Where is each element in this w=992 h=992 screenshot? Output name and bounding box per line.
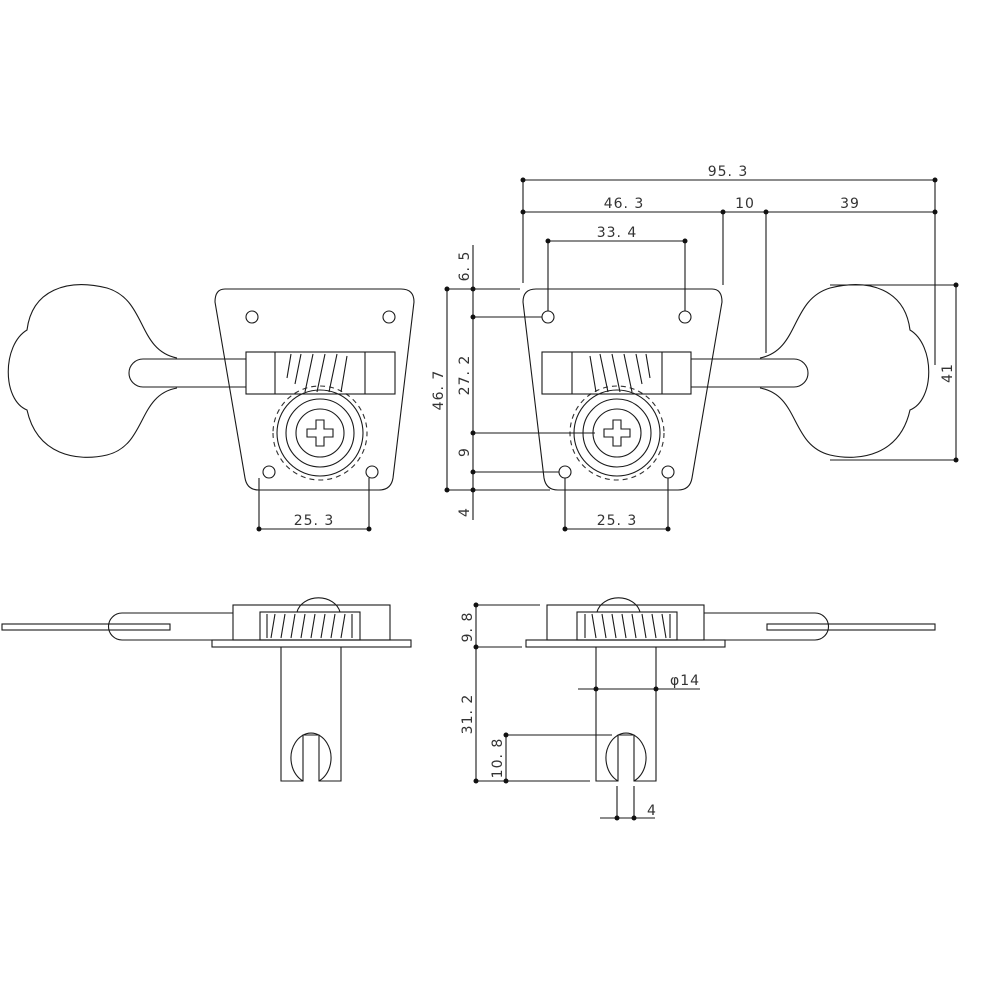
dim-post-diameter: φ14 (670, 673, 700, 689)
dim-plate-to-post: 46. 3 (604, 196, 645, 212)
dim-slot-depth: 10. 8 (490, 738, 506, 779)
dim-gear-to-hole: 9 (457, 447, 473, 457)
dim-top-offset: 6. 5 (457, 251, 473, 282)
dim-knob-height: 41 (940, 363, 956, 383)
dim-top-hole-spacing: 33. 4 (597, 225, 638, 241)
dim-post-length: 31. 2 (460, 694, 476, 735)
right-top-view (522, 284, 930, 491)
dim-total-length: 95. 3 (708, 164, 749, 180)
bottom-hole-dimensions: 25. 3 25. 3 (256, 478, 671, 532)
left-views (1, 284, 415, 782)
dim-plate-height: 46. 7 (431, 370, 447, 411)
top-dimensions: 95. 3 46. 3 10 39 33. 4 (520, 164, 938, 365)
knob-height-dimension: 41 (830, 282, 959, 463)
dim-knob-length: 39 (840, 196, 860, 212)
dim-slot-width: 4 (647, 803, 657, 819)
dim-bottom-hole-spacing-right: 25. 3 (597, 513, 638, 529)
vertical-dimensions: 6. 5 27. 2 9 4 46. 7 (431, 245, 595, 520)
dim-bottom-hole-spacing-left: 25. 3 (294, 513, 335, 529)
dim-housing-height: 9. 8 (460, 612, 476, 643)
dim-hole-to-gear: 27. 2 (457, 355, 473, 396)
dim-bottom-offset: 4 (457, 507, 473, 517)
side-dimensions: 9. 8 31. 2 10. 8 φ14 4 (460, 602, 700, 821)
dim-post-gap: 10 (735, 196, 755, 212)
